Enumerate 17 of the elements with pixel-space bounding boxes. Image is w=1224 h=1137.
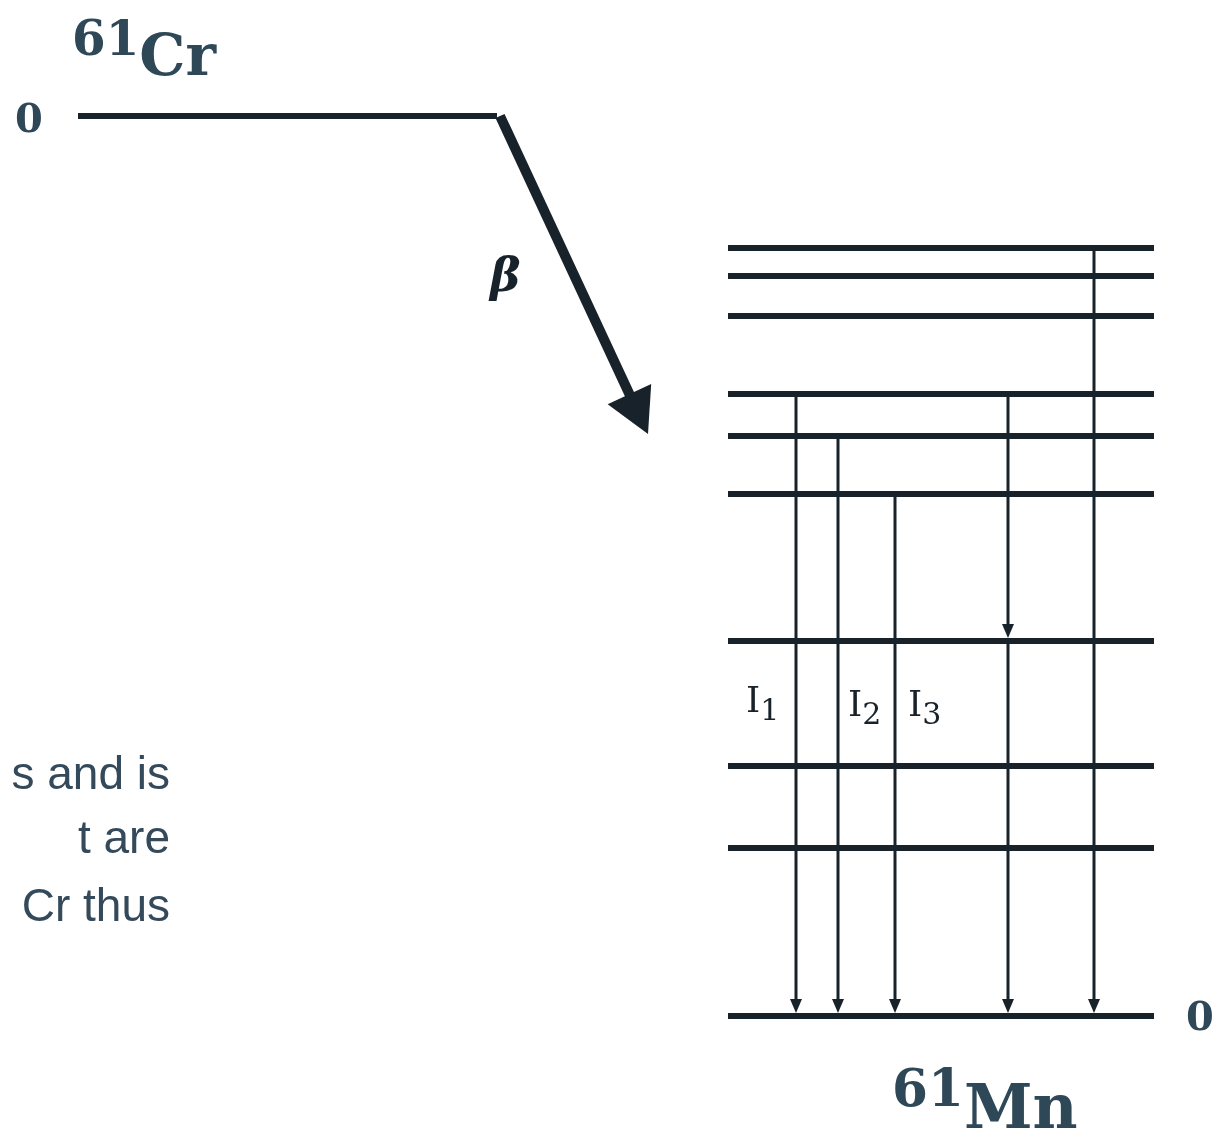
text-fragment: t are [76, 814, 170, 860]
edge-label: I$_{1}$ [746, 682, 780, 726]
transition-arrow [790, 397, 802, 1013]
edge-label: I$_{2}$ [848, 686, 882, 730]
transition-arrow [1002, 397, 1014, 638]
nuclide-label: $^{61}$Mn [892, 1062, 1078, 1137]
nuclide-label: $^{61}$Cr [72, 14, 216, 85]
decay-arrow [495, 113, 652, 434]
energy-value: 0 [1186, 996, 1214, 1036]
transition-arrow [832, 439, 844, 1013]
energy-value: 0 [15, 98, 43, 138]
transition-arrow [889, 497, 901, 1013]
transition-arrow [1002, 644, 1014, 1013]
edge-label: I$_{3}$ [908, 686, 942, 730]
text-fragment: Cr thus [20, 882, 170, 928]
text-fragment: s and is [10, 750, 170, 796]
transition-arrow [1088, 251, 1100, 1013]
